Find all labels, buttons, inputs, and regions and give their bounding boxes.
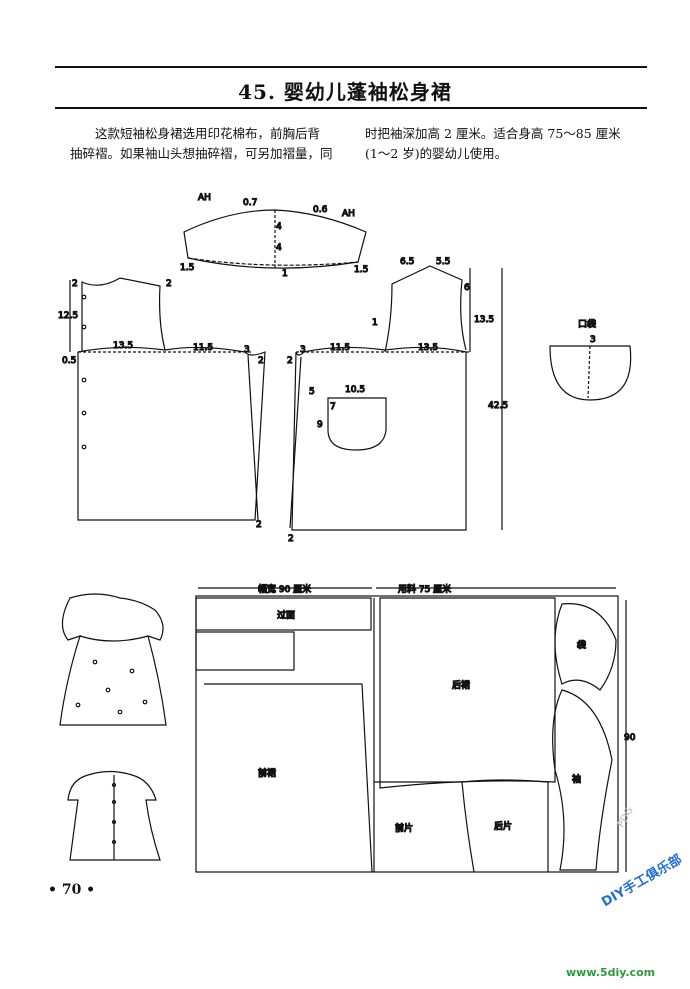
front-d65: 6.5: [400, 257, 414, 267]
cutting-layout: 幅宽 90 厘米 用料 75 厘米 过面 后裙 袋 前裙 袖 前片 后片 90: [195, 582, 636, 873]
sleeve-d4b: 4: [276, 243, 282, 253]
intro-line: 这款短袖松身裙选用印花棉布，前胸后背: [95, 126, 321, 141]
pocket-d3: 3: [590, 335, 596, 345]
intro-line: 抽碎褶。如果袖山头想抽碎褶，可另加褶量，同: [70, 146, 333, 161]
sleeve-d1: 1: [282, 269, 288, 279]
sleeve-ah-right: AH: [342, 209, 355, 219]
sleeve-d4a: 4: [276, 222, 282, 232]
back-d2b: 2: [166, 279, 172, 289]
layout-width-label: 幅宽 90 厘米: [258, 583, 311, 595]
front-d3: 3: [300, 345, 306, 355]
intro-line: (1～2 岁)的婴幼儿使用。: [365, 146, 508, 161]
layout-side-value: 90: [624, 733, 636, 743]
intro-left-column: 这款短袖松身裙选用印花棉布，前胸后背 抽碎褶。如果袖山头想抽碎褶，可另加褶量，同: [70, 124, 345, 164]
back-d05: 0.5: [62, 356, 76, 366]
title-rule: [55, 107, 647, 109]
layout-back-skirt: 后裙: [452, 679, 470, 691]
layout-sleeve: 袖: [572, 773, 581, 785]
pocket-pattern: 口袋 3: [549, 317, 632, 401]
front-pattern: 6.5 5.5 6 1 13.5 11.5 3 2 13.5 5 10.5 7 …: [286, 256, 508, 544]
intro-line: 时把袖深加高 2 厘米。适合身高 75～85 厘米: [365, 126, 621, 141]
page-number: • 70 •: [48, 882, 96, 898]
front-d1: 1: [372, 318, 378, 328]
back-d2d: 2: [256, 520, 262, 530]
front-d5: 5: [309, 387, 315, 397]
dress-front-illustration: [59, 593, 167, 726]
layout-front-piece: 前片: [395, 822, 413, 834]
front-d2a: 2: [287, 356, 293, 366]
site-url: www.5diy.com: [566, 966, 656, 979]
page-title: 45. 婴幼儿蓬袖松身裙: [238, 80, 452, 104]
front-d115: 11.5: [330, 343, 350, 353]
sleeve-d15l: 1.5: [180, 263, 194, 273]
intro-right-column: 时把袖深加高 2 厘米。适合身高 75～85 厘米 (1～2 岁)的婴幼儿使用。: [365, 124, 655, 164]
back-d2a: 2: [72, 279, 78, 289]
front-d6: 6: [464, 283, 470, 293]
back-d135: 13.5: [113, 341, 133, 351]
back-d125: 12.5: [58, 311, 78, 321]
layout-facing: 过面: [277, 609, 295, 621]
layout-back-piece: 后片: [494, 820, 512, 832]
front-d9: 9: [317, 420, 323, 430]
front-d2b: 2: [288, 534, 294, 544]
back-d2c: 2: [258, 356, 264, 366]
front-d7: 7: [330, 402, 336, 412]
sleeve-pattern: AH 0.7 0.6 AH 4 4 1.5 1.5 1: [179, 192, 369, 279]
front-d135b: 13.5: [418, 343, 438, 353]
sleeve-d06: 0.6: [313, 205, 328, 215]
layout-pocket: 袋: [577, 639, 586, 651]
top-rule: [55, 66, 647, 68]
front-d135: 13.5: [474, 315, 494, 325]
pocket-label: 口袋: [578, 318, 596, 330]
back-d3: 3: [244, 345, 250, 355]
sleeve-d15r: 1.5: [354, 265, 368, 275]
front-d425: 42.5: [488, 401, 508, 411]
back-d115: 11.5: [193, 343, 213, 353]
front-d105: 10.5: [345, 385, 365, 395]
front-d55: 5.5: [436, 257, 450, 267]
sleeve-d07: 0.7: [243, 198, 257, 208]
dress-back-illustration: [67, 770, 161, 861]
sleeve-ah-left: AH: [198, 193, 211, 203]
back-pattern: 2 2 12.5 13.5 11.5 3 2 0.5 2: [57, 277, 266, 531]
layout-front-skirt: 前裙: [258, 767, 276, 779]
layout-fabric-label: 用料 75 厘米: [398, 583, 451, 595]
